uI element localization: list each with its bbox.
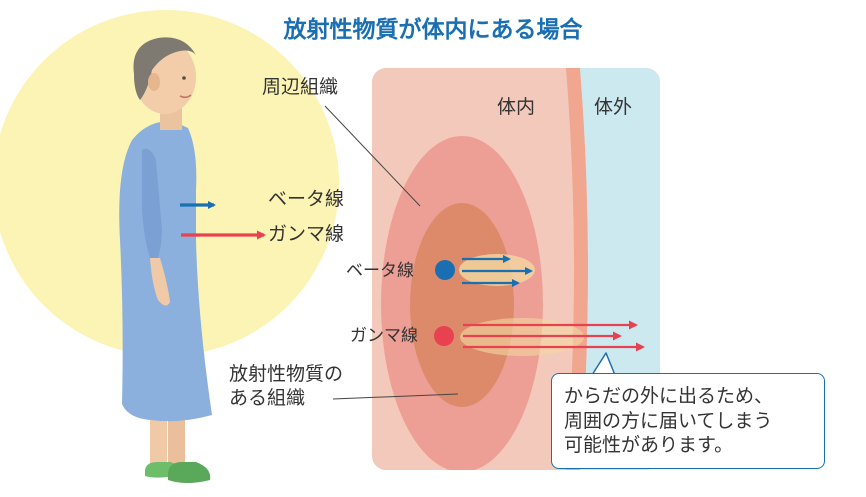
beta-source-dot-icon xyxy=(435,260,455,280)
tissue-label-line2: ある組織 xyxy=(229,387,306,409)
surrounding-tissue-label: 周辺組織 xyxy=(262,76,339,98)
surrounding-tissue-leader xyxy=(324,105,421,207)
outside-body-label: 体外 xyxy=(594,96,633,118)
callout-line1: からだの外に出るため、 xyxy=(564,385,774,407)
callout-line3: 可能性があります。 xyxy=(564,434,734,457)
tissue-leader xyxy=(332,393,459,400)
radioactive-tissue-zone xyxy=(410,203,514,407)
body-cross-section xyxy=(372,68,660,470)
beta-ray-label: ベータ線 xyxy=(268,188,345,210)
gamma-ray-panel-label: ガンマ線 xyxy=(350,326,418,346)
callout-line2: 周囲の方に届いてしまう xyxy=(564,409,773,432)
patient-figure-icon xyxy=(119,37,212,483)
gamma-source-dot-icon xyxy=(434,326,454,346)
tissue-label-line1: 放射性物質の xyxy=(229,363,344,385)
beta-ray-panel-label: ベータ線 xyxy=(346,261,414,281)
inside-body-label: 体内 xyxy=(497,96,536,118)
callout-box: からだの外に出るため、 周囲の方に届いてしまう 可能性があります。 xyxy=(551,373,825,469)
diagram-title: 放射性物質が体内にある場合 xyxy=(283,17,583,43)
gamma-ray-label: ガンマ線 xyxy=(268,223,345,245)
